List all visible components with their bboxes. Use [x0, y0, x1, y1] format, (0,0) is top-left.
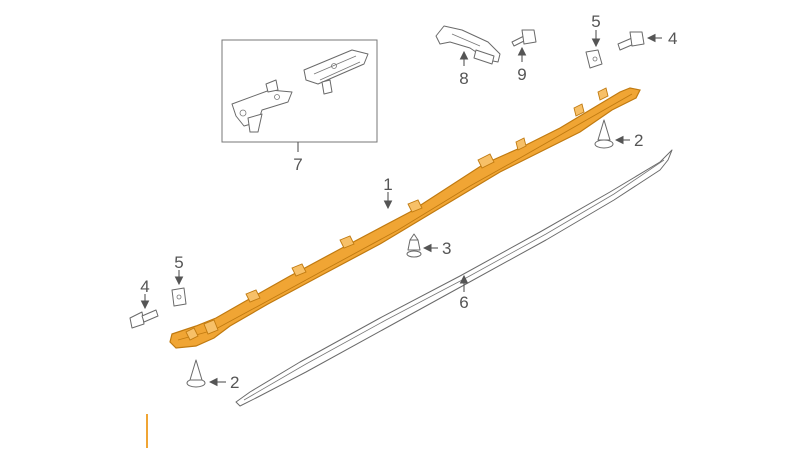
callout-9[interactable]: 9: [517, 65, 526, 84]
push-pin-part-2-bottom[interactable]: [186, 359, 206, 388]
callout-4-left[interactable]: 4: [140, 277, 149, 296]
accent-bar: [146, 414, 148, 448]
callout-8[interactable]: 8: [459, 69, 468, 88]
callout-4-top[interactable]: 4: [668, 29, 677, 48]
callout-5-left[interactable]: 5: [174, 253, 183, 272]
callout-1[interactable]: 1: [383, 175, 392, 194]
molding-clip-bosses: [185, 87, 609, 341]
push-pin-part-2-right[interactable]: [594, 119, 614, 149]
callout-2-right[interactable]: 2: [634, 131, 643, 150]
clip-part-5-left[interactable]: [171, 287, 187, 307]
clip-part-5-top[interactable]: [585, 49, 603, 69]
callout-2-bottom[interactable]: 2: [230, 373, 239, 392]
rocker-molding-part-1[interactable]: [169, 87, 641, 349]
callout-3[interactable]: 3: [442, 239, 451, 258]
bracket-part-8[interactable]: [435, 25, 501, 65]
screw-part-9[interactable]: [511, 29, 537, 47]
screw-part-4-left[interactable]: [129, 309, 159, 329]
rocker-molding-body: [169, 87, 641, 349]
screw-part-4-top[interactable]: [617, 31, 645, 51]
callout-6[interactable]: 6: [459, 293, 468, 312]
callout-7[interactable]: 7: [293, 155, 302, 174]
callout-5-top[interactable]: 5: [591, 12, 600, 31]
part-7-inset[interactable]: [221, 39, 378, 143]
bracket-7-front: [231, 79, 293, 133]
clip-part-3[interactable]: [406, 233, 422, 258]
bracket-7-rear: [303, 49, 369, 95]
